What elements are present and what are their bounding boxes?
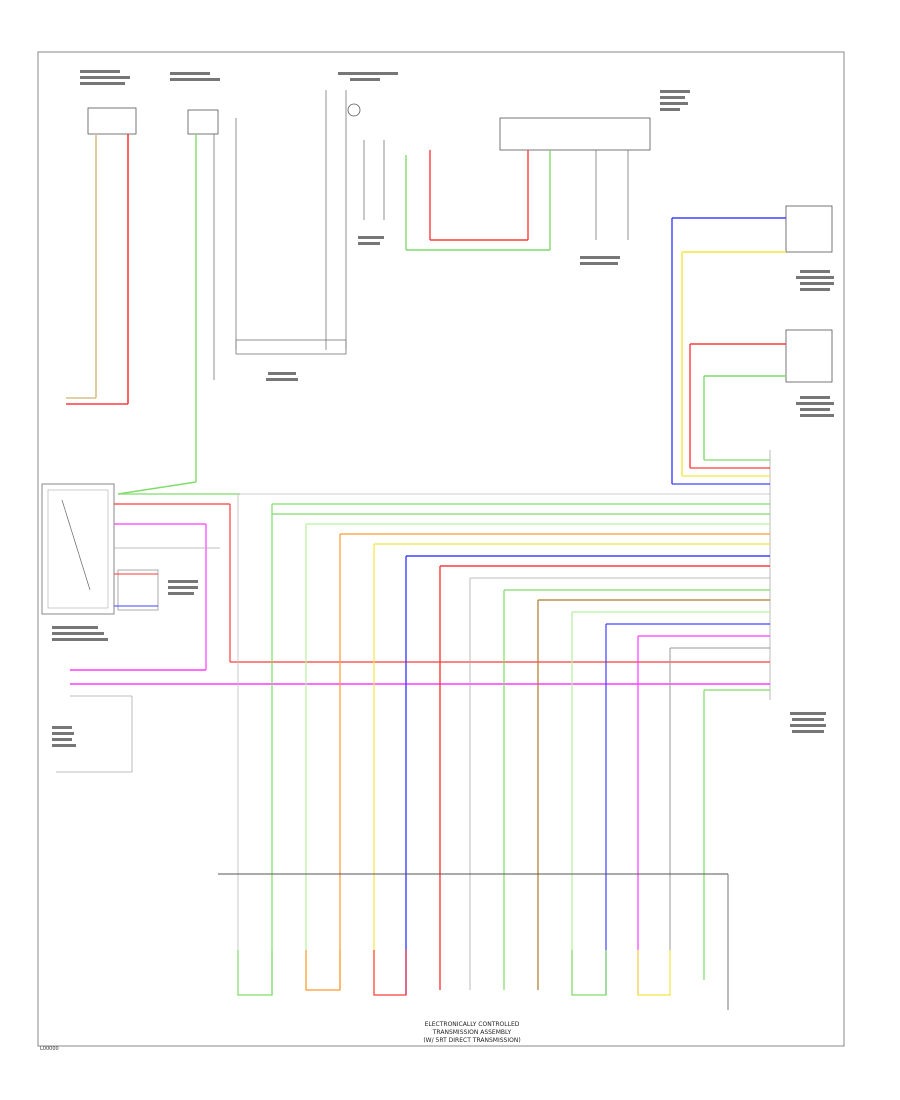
top-center-switch	[325, 90, 431, 350]
caption-line1: ELECTRONICALLY CONTROLLED	[425, 1021, 520, 1028]
caption-line2: TRANSMISSION ASSEMBLY	[432, 1029, 512, 1036]
tiny-label-marks	[52, 70, 834, 747]
diagram-border	[37, 51, 845, 1047]
vertical-drops	[237, 494, 705, 995]
top-left-sensor	[66, 107, 137, 405]
lower-left-module	[56, 669, 770, 773]
ecm-connector	[672, 450, 771, 700]
top-left-switch	[117, 109, 347, 495]
top-right-connector-box	[406, 117, 651, 251]
solenoid-loops	[237, 950, 671, 996]
right-sensor-lower	[689, 329, 833, 468]
caption-line3: (W/ 5RT DIRECT TRANSMISSION)	[423, 1037, 520, 1044]
right-sensor-upper	[671, 205, 833, 484]
park-neutral-switch	[41, 483, 770, 670]
horizontal-bus	[238, 493, 770, 691]
footer-id: L00000	[40, 1046, 59, 1052]
